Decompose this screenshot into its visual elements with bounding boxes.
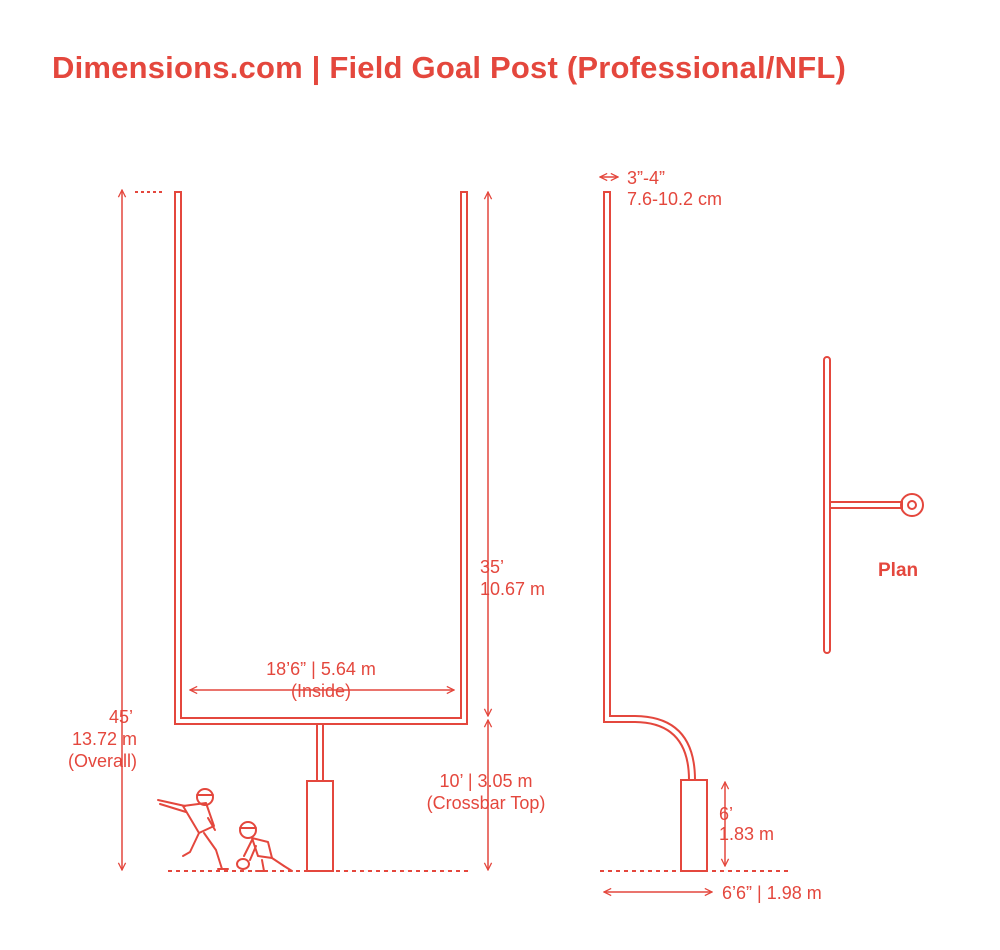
plan-label: Plan	[878, 560, 918, 581]
plan-view	[823, 356, 924, 654]
overall-height-imperial-label: 45’	[109, 707, 133, 727]
overall-height-note-label: (Overall)	[68, 751, 137, 771]
crossbar-height-note-label: (Crossbar Top)	[427, 793, 546, 813]
goal-post-frame	[174, 191, 468, 725]
offset-value-label: 6’6” | 1.98 m	[722, 883, 822, 903]
upright-height-imperial-label: 35’	[480, 557, 504, 577]
upright-diameter-metric-label: 7.6-10.2 cm	[627, 189, 722, 209]
upright-height-metric-label: 10.67 m	[480, 579, 545, 599]
post-padding	[306, 780, 334, 872]
plan-gooseneck-arm	[829, 501, 903, 509]
kicker-figure	[157, 788, 229, 870]
front-view	[135, 191, 472, 872]
pad-height-metric-label: 1.83 m	[719, 824, 774, 844]
side-post-padding	[680, 779, 708, 872]
front-dimension-lines	[122, 190, 488, 870]
side-view	[600, 191, 790, 872]
center-support-post	[316, 723, 324, 782]
overall-height-metric-label: 13.72 m	[72, 729, 137, 749]
side-upright-and-gooseneck	[603, 191, 697, 781]
holder-figure	[236, 821, 293, 872]
inside-width-note-label: (Inside)	[291, 681, 351, 701]
plan-support-post-inner	[907, 500, 917, 510]
crossbar-height-value-label: 10’ | 3.05 m	[439, 771, 532, 791]
upright-diameter-imperial-label: 3”-4”	[627, 168, 665, 188]
page-title: Dimensions.com | Field Goal Post (Profes…	[52, 50, 846, 85]
plan-support-post	[900, 493, 924, 517]
side-dimension-lines	[600, 177, 725, 892]
inside-width-value-label: 18’6” | 5.64 m	[266, 659, 376, 679]
pad-height-imperial-label: 6’	[719, 804, 733, 824]
